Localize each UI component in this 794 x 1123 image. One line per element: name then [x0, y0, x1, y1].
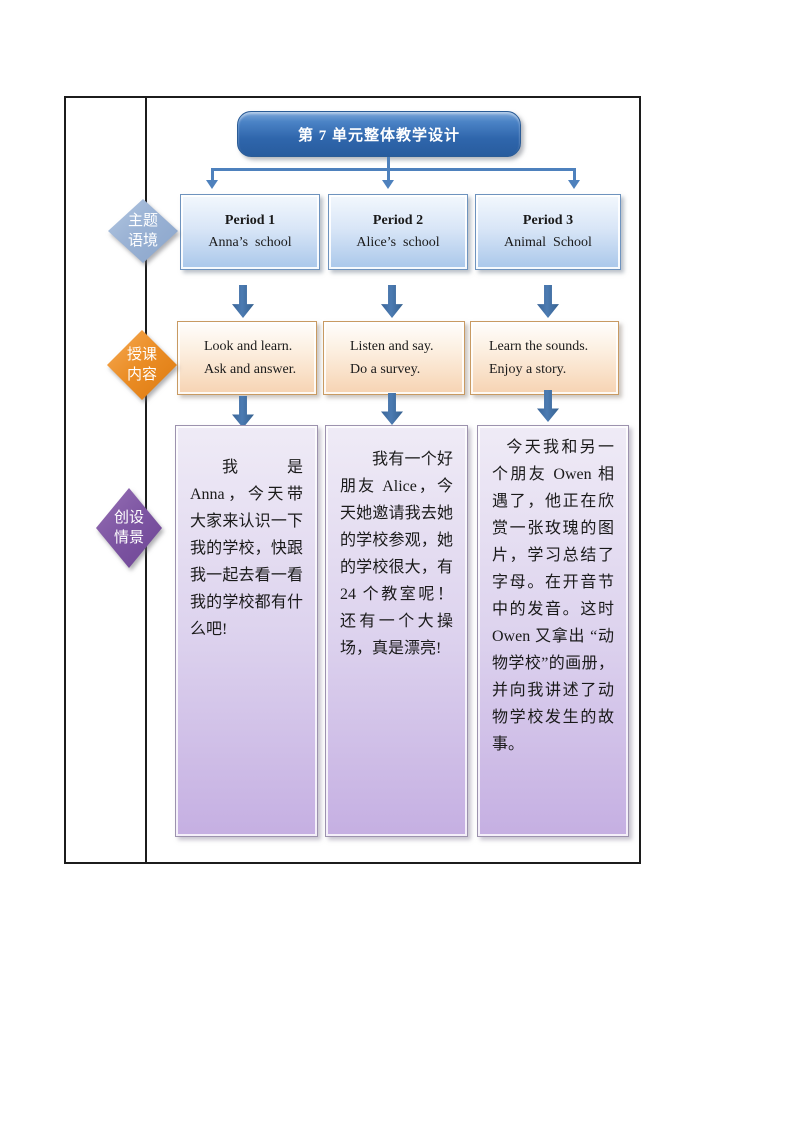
stage-label-line: 内容 — [126, 367, 157, 383]
down-arrow-icon — [206, 180, 218, 189]
content-2-box: Listen and say. Do a survey. — [323, 321, 465, 395]
content-1-line1: Look and learn. — [204, 338, 293, 354]
content-2-line2: Do a survey. — [350, 361, 421, 377]
period-2-box: Period 2 Alice’s school — [328, 194, 468, 270]
down-arrow-icon — [568, 180, 580, 189]
unit-title-text: 第 7 单元整体教学设计 — [297, 127, 460, 144]
scenario-3-text: 今天我和另一个朋友 Owen 相遇了，他正在欣赏一张玫瑰的图片，学习总结了字母。… — [492, 439, 614, 753]
period-3-topic: Animal School — [504, 235, 592, 250]
table-column-divider — [145, 96, 147, 864]
connector-drop-left — [211, 170, 214, 181]
scenario-1-box: 我是 Anna，今天带大家来认识一下我的学校，快跟我一起去看一看我的学校都有什么… — [175, 425, 318, 837]
stage-label-line: 创设 — [113, 510, 144, 526]
period-2-topic: Alice’s school — [356, 235, 440, 250]
content-3-line1: Learn the sounds. — [489, 338, 589, 354]
stage-label-line: 授课 — [126, 347, 157, 363]
period-3-title: Period 3 — [522, 213, 574, 228]
content-3-box: Learn the sounds. Enjoy a story. — [470, 321, 619, 395]
connector-drop-right — [573, 170, 576, 181]
content-2-line1: Listen and say. — [350, 338, 434, 354]
stage-label-line: 情景 — [113, 530, 144, 546]
period-1-box: Period 1 Anna’s school — [180, 194, 320, 270]
scenario-3-box: 今天我和另一个朋友 Owen 相遇了，他正在欣赏一张玫瑰的图片，学习总结了字母。… — [477, 425, 629, 837]
unit-title-box: 第 7 单元整体教学设计 — [237, 111, 521, 157]
connector-horizontal-line — [211, 168, 576, 171]
create-scenario-diamond: 创设 情景 — [96, 488, 162, 568]
period-1-topic: Anna’s school — [208, 235, 292, 250]
scenario-2-text: 我有一个好朋友 Alice，今天她邀请我去她的学校参观，她的学校很大，有 24 … — [340, 451, 453, 657]
create-scenario-label: 创设 情景 — [96, 488, 162, 568]
lesson-content-diamond: 授课 内容 — [107, 330, 177, 400]
down-arrow-icon — [382, 180, 394, 189]
scenario-1-text: 我是 Anna，今天带大家来认识一下我的学校，快跟我一起去看一看我的学校都有什么… — [190, 459, 303, 638]
connector-drop-middle — [387, 170, 390, 181]
connector-stem — [387, 157, 390, 169]
content-1-box: Look and learn. Ask and answer. — [177, 321, 317, 395]
theme-context-label: 主题 语境 — [108, 199, 178, 263]
period-1-title: Period 1 — [224, 213, 276, 228]
period-3-box: Period 3 Animal School — [475, 194, 621, 270]
content-1-line2: Ask and answer. — [204, 361, 297, 377]
content-3-line2: Enjoy a story. — [489, 361, 567, 377]
stage-label-line: 主题 — [127, 213, 158, 229]
theme-context-diamond: 主题 语境 — [108, 199, 178, 263]
lesson-content-label: 授课 内容 — [107, 330, 177, 400]
period-2-title: Period 2 — [372, 213, 424, 228]
scenario-2-box: 我有一个好朋友 Alice，今天她邀请我去她的学校参观，她的学校很大，有 24 … — [325, 425, 468, 837]
stage-label-line: 语境 — [127, 233, 158, 249]
